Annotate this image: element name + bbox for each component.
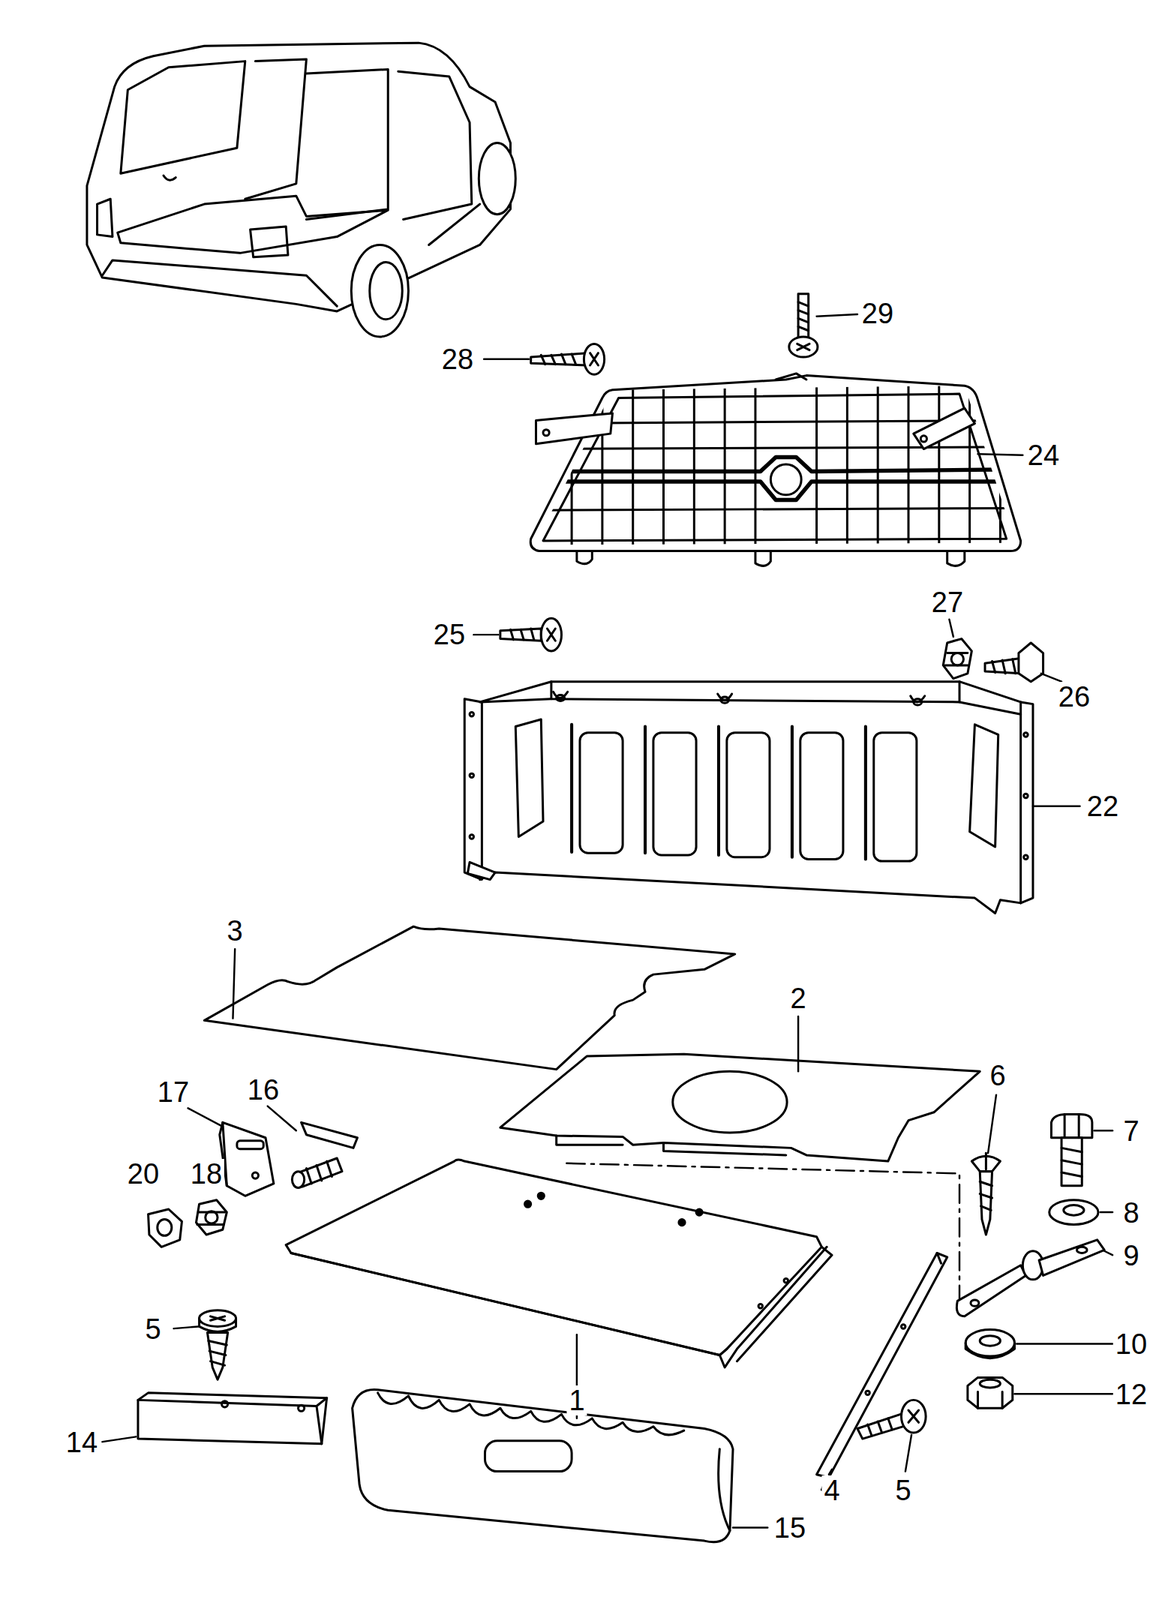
callout-number: 24	[1025, 440, 1062, 471]
load-floor	[285, 1159, 832, 1368]
bolt	[1050, 1113, 1092, 1186]
callout-number: 5	[142, 1314, 163, 1345]
callout-number: 17	[155, 1077, 192, 1108]
callout-number: 3	[224, 915, 245, 946]
leader-line	[102, 314, 1113, 1528]
callout-number: 15	[771, 1513, 808, 1544]
callout-number: 16	[245, 1074, 282, 1105]
washer	[1049, 1200, 1099, 1226]
screw	[971, 1152, 1000, 1235]
callout-number: 28	[439, 344, 476, 375]
callout-number: 10	[1113, 1329, 1150, 1360]
callout-number: 2	[787, 983, 808, 1014]
nut	[967, 1377, 1013, 1409]
callout-number: 8	[1120, 1198, 1141, 1229]
callout-number: 27	[929, 587, 966, 618]
callout-number: 1	[566, 1385, 587, 1416]
callout-number: 5	[892, 1475, 913, 1506]
floor-panel	[500, 1053, 980, 1162]
washer	[195, 1200, 227, 1235]
callout-number: 7	[1120, 1116, 1141, 1147]
luggage-net	[530, 373, 1021, 567]
partition-panel	[464, 681, 1033, 914]
vehicle-sketch	[87, 42, 516, 337]
screw	[531, 294, 818, 375]
callout-number: 9	[1120, 1240, 1141, 1271]
hinge	[956, 1240, 1105, 1317]
callout-number: 20	[125, 1158, 162, 1190]
bracket	[219, 1122, 274, 1196]
callout-number: 18	[188, 1158, 225, 1190]
callout-number: 14	[63, 1427, 100, 1458]
screw	[857, 1399, 926, 1439]
screw	[500, 618, 1044, 682]
side-rail	[816, 1252, 948, 1490]
callout-number: 29	[859, 298, 896, 329]
nut	[148, 1209, 183, 1247]
callout-number: 26	[1056, 681, 1093, 712]
washer	[965, 1330, 1015, 1359]
trim-block	[138, 1393, 328, 1445]
callout-number: 4	[821, 1475, 842, 1506]
callout-number: 12	[1113, 1379, 1150, 1410]
sill-trim	[352, 1390, 733, 1543]
screw	[199, 1310, 237, 1381]
callout-number: 25	[431, 619, 468, 650]
bolt	[291, 1122, 358, 1188]
floor-mat	[204, 926, 735, 1069]
callout-number: 22	[1084, 791, 1121, 822]
callout-number: 6	[987, 1060, 1008, 1091]
